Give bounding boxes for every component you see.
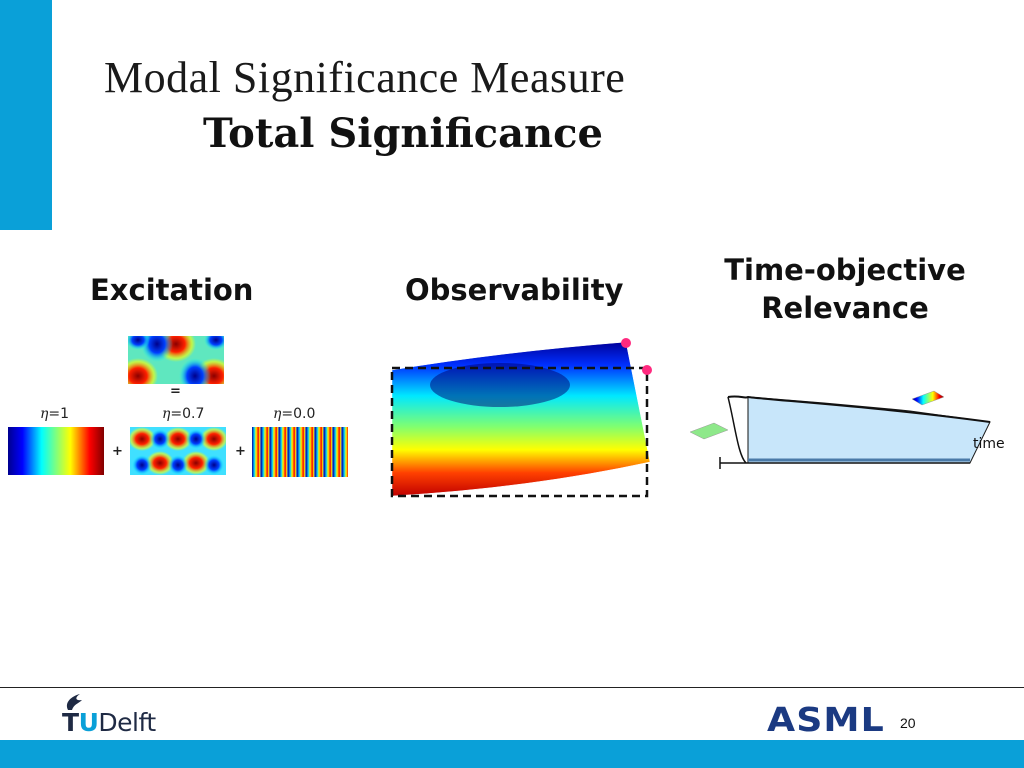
relevance-heading-line2: Relevance xyxy=(761,290,929,325)
relevance-heading-line1: Time-objective xyxy=(724,253,966,287)
time-axis-label: time xyxy=(973,436,1005,452)
accent-bar xyxy=(0,0,52,230)
eta-label-2: η=0.7 xyxy=(162,406,205,422)
slide-subtitle: Total Significance xyxy=(203,110,603,157)
corner-marker-deformed xyxy=(621,338,631,348)
mode-eta-07-image xyxy=(130,427,226,475)
page-number: 20 xyxy=(900,715,916,731)
asml-logo: ASML xyxy=(767,700,885,739)
tudelft-flame-icon xyxy=(66,694,82,710)
combined-mode-image xyxy=(128,336,224,384)
undeformed-outline xyxy=(390,366,649,498)
relevance-heading: Time-objective Relevance xyxy=(700,252,990,327)
footer-divider xyxy=(0,687,1024,688)
mode-eta-1-image xyxy=(8,427,104,475)
excitation-heading: Excitation xyxy=(90,273,254,307)
eta-label-3: η=0.0 xyxy=(273,406,316,422)
small-plate-green-icon xyxy=(689,422,729,440)
tudelft-logo: TUDelft xyxy=(62,708,156,737)
plus-sign-2: + xyxy=(235,444,246,459)
small-plate-jet-icon xyxy=(911,390,945,406)
mode-eta-0-image xyxy=(252,427,348,477)
corner-marker-original xyxy=(642,365,652,375)
equals-sign: = xyxy=(170,384,181,399)
plus-sign-1: + xyxy=(112,444,123,459)
relevance-figure xyxy=(689,390,991,469)
footer-band xyxy=(0,740,1024,768)
observability-figure xyxy=(390,338,652,498)
observability-heading: Observability xyxy=(405,273,624,307)
eta-label-1: η=1 xyxy=(40,406,70,422)
slide-title: Modal Significance Measure xyxy=(104,53,626,102)
